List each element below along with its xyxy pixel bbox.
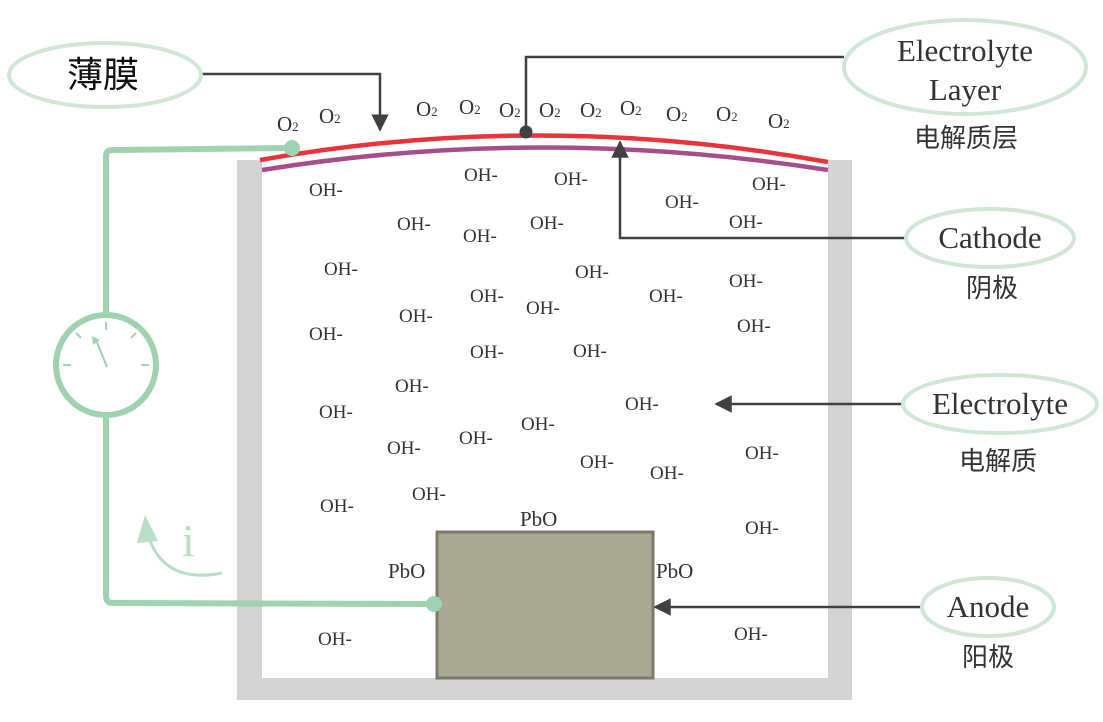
membrane-layer [259,133,829,165]
hydroxide-ion: OH- [470,342,504,363]
electrolyte-layer-label-line1: Electrolyte [897,33,1033,68]
hydroxide-ion: OH- [729,212,763,233]
hydroxide-ions: OH- OH- OH- OH- OH- OH- OH- OH- OH- OH- … [309,165,786,650]
lead-oxide-label: PbO [388,559,425,583]
anode-label-cn: 阳极 [962,643,1014,673]
hydroxide-ion: OH- [650,463,684,484]
cathode-layer [261,145,829,173]
electrolyte-label-cn: 电解质 [959,447,1037,477]
circuit-wire [103,145,435,607]
hydroxide-ion: OH- [665,192,699,213]
ammeter-needle [95,339,108,368]
hydroxide-ion: OH- [387,438,421,459]
oxygen-molecule: O2 [499,98,521,122]
cathode-label-cn: 阴极 [966,274,1018,304]
anode-contact [426,596,442,612]
hydroxide-ion: OH- [521,414,555,435]
hydroxide-ion: OH- [395,376,429,397]
hydroxide-ion: OH- [309,180,343,201]
oxygen-molecule: O2 [580,98,602,122]
electrolyte-callout [901,373,1099,435]
electrolyte-layer-leader [524,55,844,130]
oxygen-molecule: O2 [539,98,561,122]
electrolyte-layer-label-cn: 电解质层 [914,124,1018,154]
ammeter [53,312,159,418]
hydroxide-ion: OH- [464,165,498,186]
cathode-contact [284,140,300,156]
oxygen-molecule: O2 [620,96,642,120]
oxygen-molecule: O2 [459,95,481,119]
lead-oxide-labels: PbO PbO PbO [388,507,693,583]
hydroxide-ion: OH- [319,402,353,423]
oxygen-molecule: O2 [768,109,790,133]
hydroxide-ion: OH- [324,259,358,280]
lead-oxide-label: PbO [656,559,693,583]
hydroxide-ion: OH- [554,169,588,190]
oxygen-molecule: O2 [319,104,341,128]
hydroxide-ion: OH- [459,428,493,449]
lead-oxide-label: PbO [520,507,557,531]
hydroxide-ion: OH- [526,298,560,319]
hydroxide-ion: OH- [412,484,446,505]
membrane-label: 薄膜 [67,55,139,96]
current-label: i [182,515,195,566]
hydroxide-ion: OH- [745,518,779,539]
hydroxide-ion: OH- [625,394,659,415]
electrolyte-label: Electrolyte [932,386,1068,421]
membrane-callout [7,41,203,109]
anode-callout [920,576,1056,638]
electrolyte-layer-callout [842,18,1088,116]
hydroxide-ion: OH- [320,496,354,517]
electrolyte-layer-label-line2: Layer [929,72,1002,107]
cathode-label: Cathode [938,220,1041,255]
hydroxide-ion: OH- [575,262,609,283]
cathode-leader [611,140,908,240]
hydroxide-ion: OH- [573,341,607,362]
hydroxide-ion: OH- [397,214,431,235]
electrolyte-layer-dot [519,125,533,139]
current-indicator: i [137,515,223,577]
oxygen-molecule: O2 [277,112,299,136]
oxygen-molecule: O2 [666,102,688,126]
oxygen-molecules: O2 O2 O2 O2 O2 O2 O2 O2 O2 O2 O2 [277,95,790,136]
oxygen-molecule: O2 [416,97,438,121]
hydroxide-ion: OH- [745,443,779,464]
hydroxide-ion: OH- [399,306,433,327]
hydroxide-ion: OH- [470,286,504,307]
hydroxide-ion: OH- [309,324,343,345]
anode-label: Anode [947,589,1030,624]
hydroxide-ion: OH- [752,174,786,195]
hydroxide-ion: OH- [530,213,564,234]
anode-block [435,530,655,680]
hydroxide-ion: OH- [737,316,771,337]
hydroxide-ion: OH- [734,624,768,645]
hydroxide-ion: OH- [318,629,352,650]
membrane-leader [200,72,389,132]
hydroxide-ion: OH- [729,271,763,292]
oxygen-molecule: O2 [716,102,738,126]
hydroxide-ion: OH- [463,226,497,247]
hydroxide-ion: OH- [649,286,683,307]
cathode-callout [904,207,1076,269]
hydroxide-ion: OH- [580,452,614,473]
